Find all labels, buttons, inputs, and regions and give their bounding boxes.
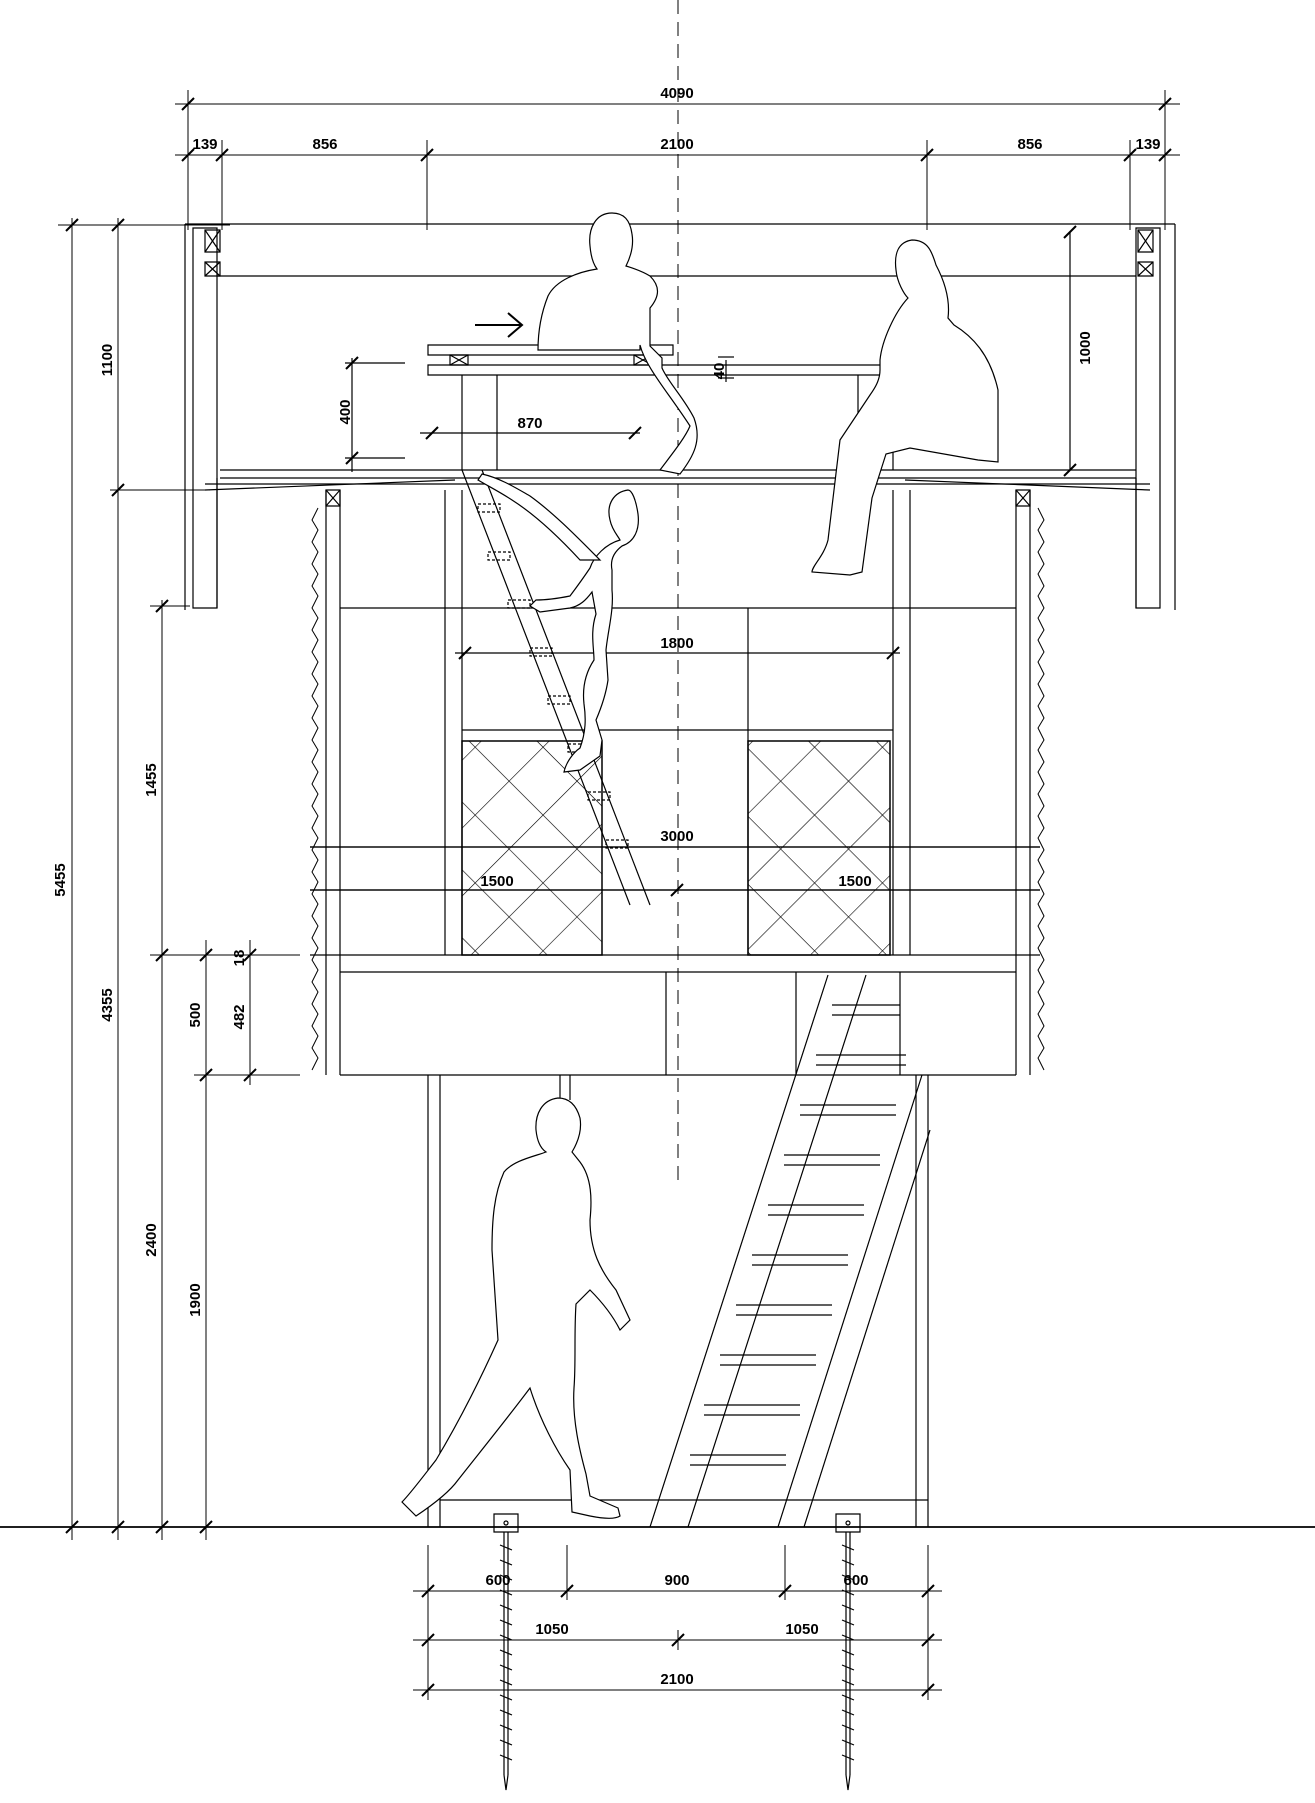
dim-base-left-1050: 1050 (535, 1621, 568, 1638)
dim-base-right-600: 600 (843, 1572, 868, 1589)
dim-right-wall-height: 1000 (1077, 331, 1094, 364)
dim-table-thickness: 40 (711, 363, 728, 380)
dim-top-left-bay: 856 (312, 136, 337, 153)
left-lattice-window (462, 741, 602, 955)
dim-top-left-edge: 139 (192, 136, 217, 153)
dim-top-center: 2100 (660, 136, 693, 153)
dim-top-overall: 4090 (660, 85, 693, 102)
middle-level-structure (310, 490, 1040, 1075)
dim-base-total: 2100 (660, 1671, 693, 1688)
dim-right-window: 1500 (838, 873, 871, 890)
dim-base-right-1050: 1050 (785, 1621, 818, 1638)
dim-left-floor-482: 482 (231, 1004, 248, 1029)
dim-left-clearance: 1900 (187, 1283, 204, 1316)
right-lattice-window (748, 741, 890, 955)
bottom-dimensions (413, 1545, 942, 1700)
dim-left-middle-level: 1455 (143, 763, 160, 796)
dim-top-right-bay: 856 (1017, 136, 1042, 153)
dim-left-floor-500: 500 (187, 1002, 204, 1027)
person-walking-silhouette (402, 1098, 630, 1518)
dim-table-depth: 870 (517, 415, 542, 432)
foundation-screws (494, 1514, 860, 1790)
dim-left-total: 5455 (52, 863, 69, 896)
upper-level-structure (185, 224, 1175, 610)
person-sitting-silhouette (812, 240, 998, 575)
dim-base-left-600: 600 (485, 1572, 510, 1589)
person-standing-silhouette (538, 213, 697, 474)
dim-left-window: 1500 (480, 873, 513, 890)
dim-top-right-edge: 139 (1135, 136, 1160, 153)
wall-shingles (312, 508, 1044, 1070)
left-dimensions (58, 218, 300, 1540)
top-dimensions (175, 90, 1180, 230)
ground-level-structure (428, 975, 930, 1527)
dim-left-ground-level: 2400 (143, 1223, 160, 1256)
dim-base-center-900: 900 (664, 1572, 689, 1589)
dim-left-upper-level: 1100 (99, 344, 116, 377)
dim-left-floor-18: 18 (231, 950, 248, 967)
dim-interior-width: 1800 (660, 635, 693, 652)
dim-table-height: 400 (337, 399, 354, 424)
dim-left-middle-total: 4355 (99, 988, 116, 1021)
person-climbing-arm (478, 474, 600, 560)
dim-middle-width: 3000 (660, 828, 693, 845)
direction-arrow-icon (475, 313, 522, 337)
